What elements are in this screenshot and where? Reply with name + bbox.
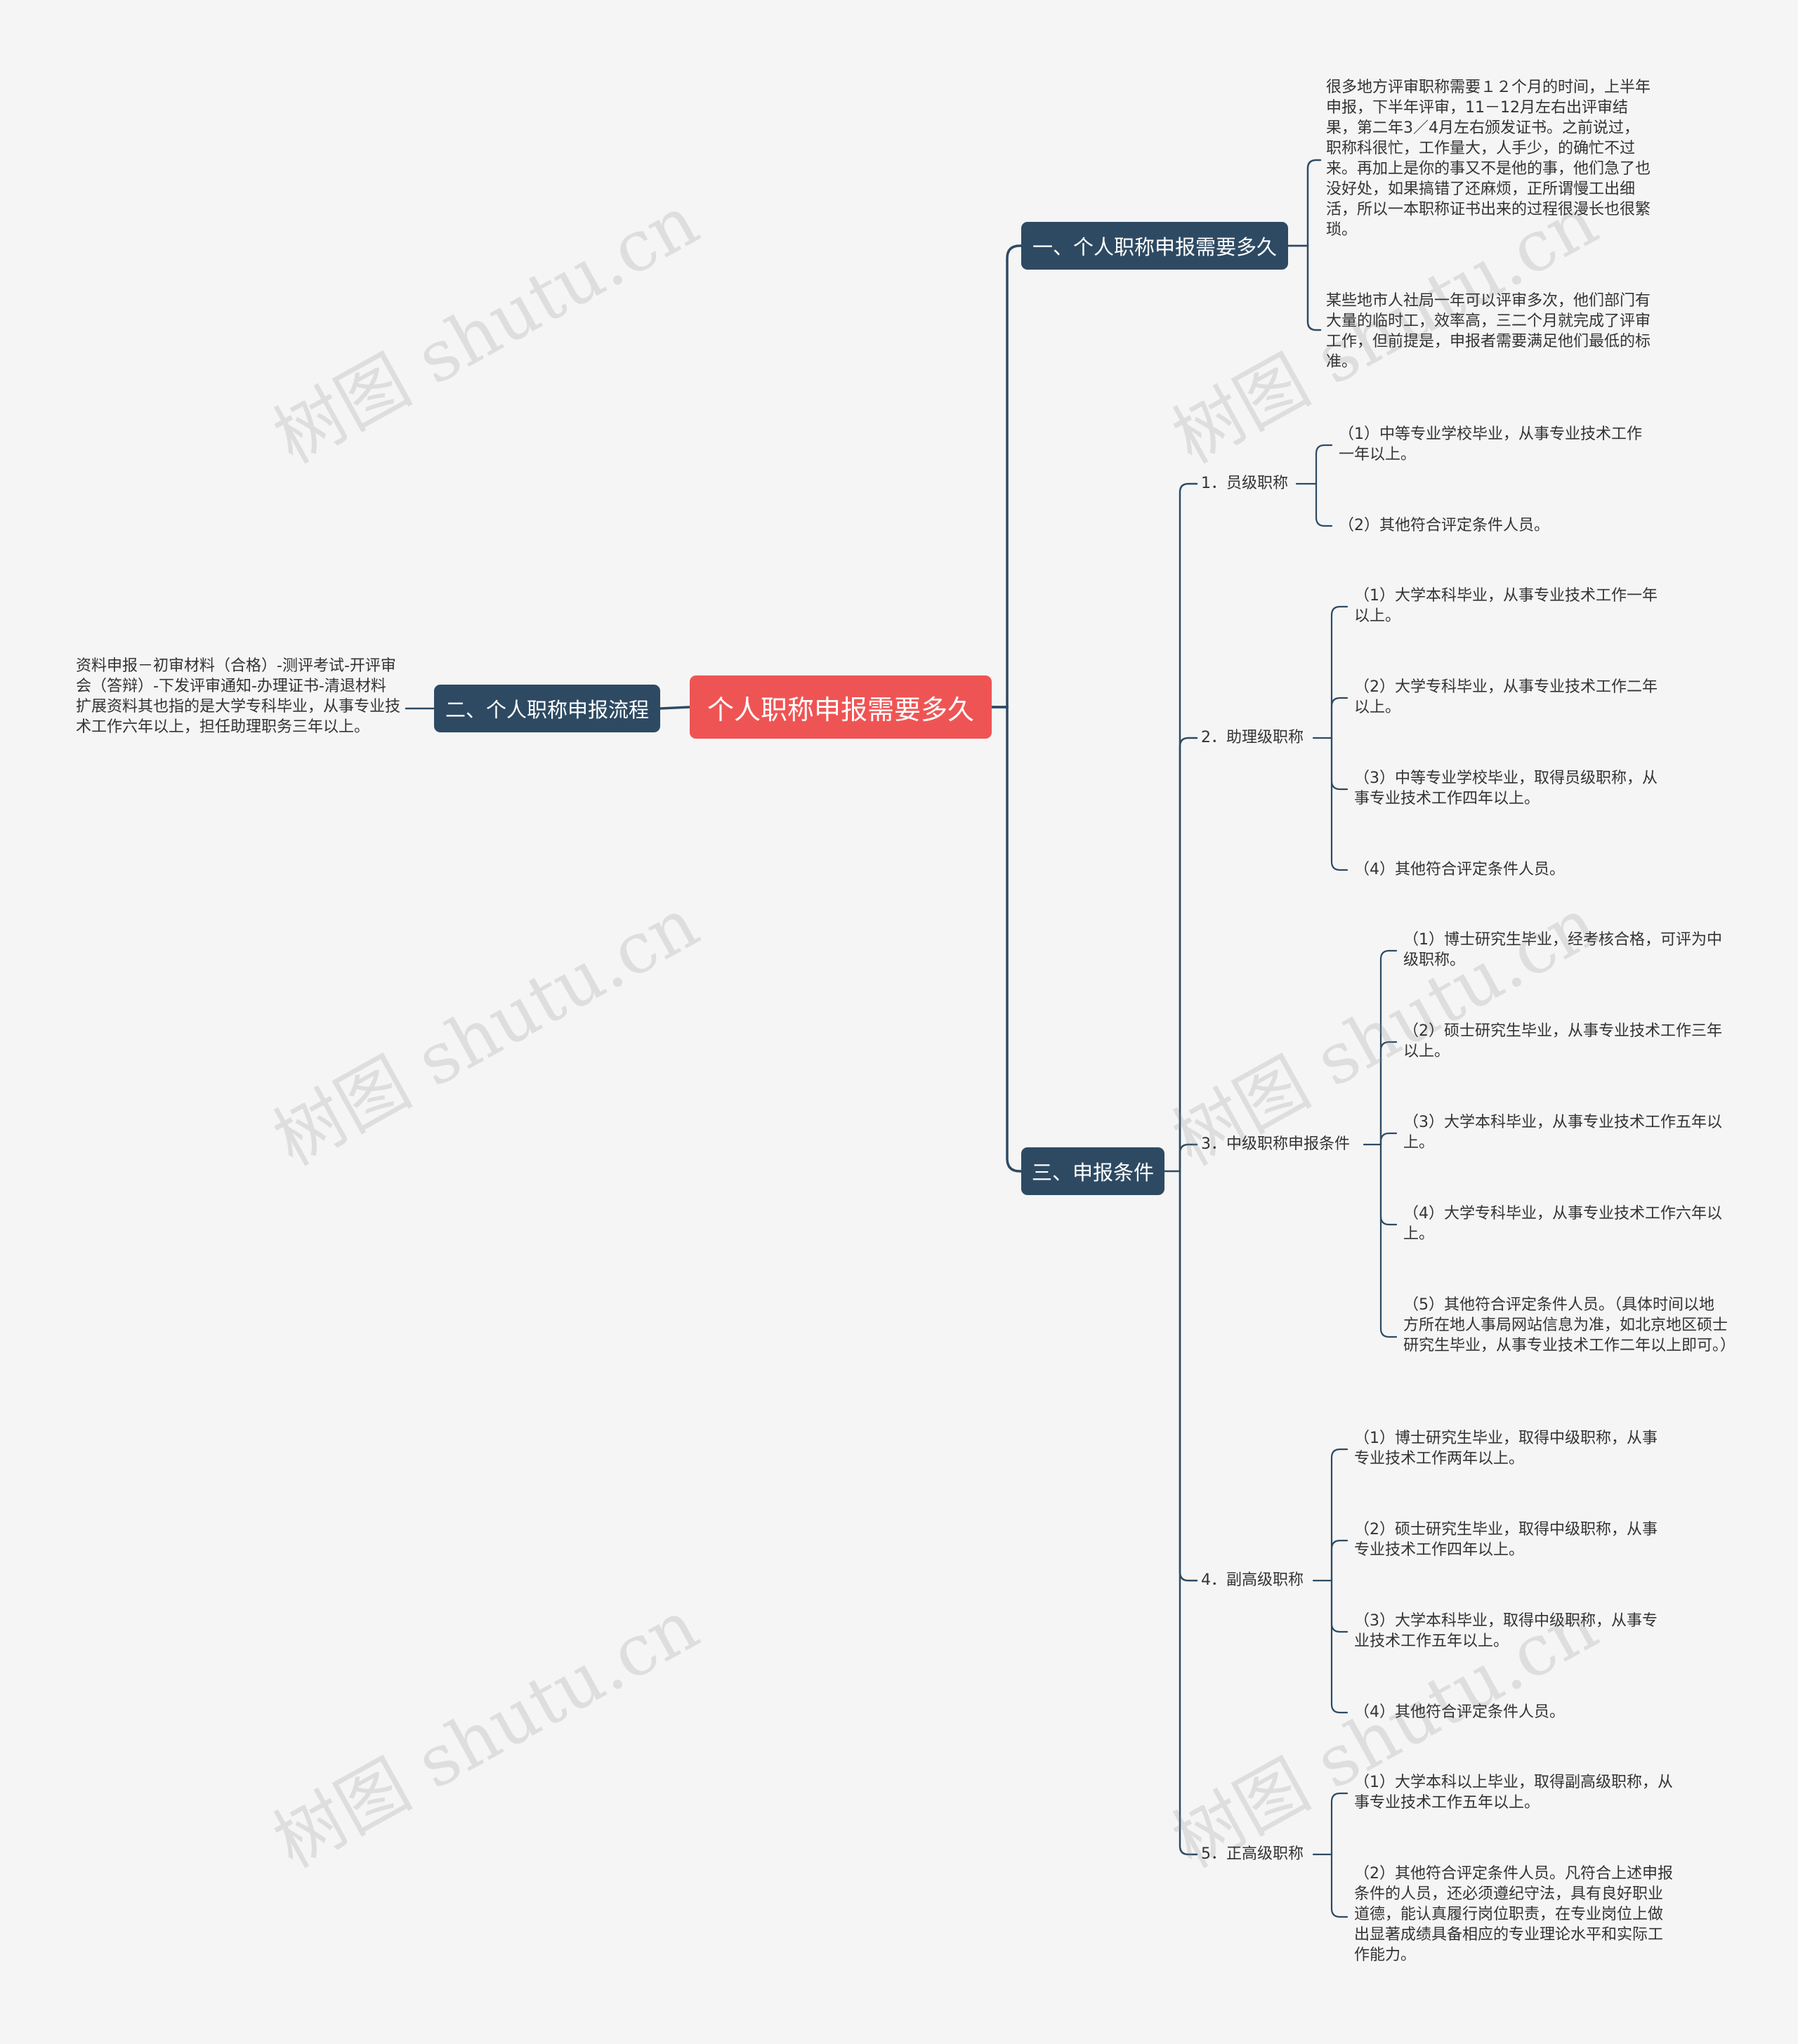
- connector-line: [1330, 737, 1348, 871]
- condition-item: （1）大学本科以上毕业，取得副高级职称，从事专业技术工作五年以上。: [1354, 1774, 1673, 1812]
- condition-item: （1）博士研究生毕业，取得中级职称，从事专业技术工作两年以上。: [1354, 1430, 1658, 1468]
- connector-line: [1330, 1539, 1348, 1582]
- branch-conditions[interactable]: 三、申报条件: [1021, 1147, 1164, 1195]
- connector-line: [990, 244, 1023, 708]
- connector-line: [1330, 737, 1348, 791]
- condition-item: （2）大学专科毕业，从事专业技术工作二年以上。: [1354, 678, 1658, 716]
- condition-item: （1）中等专业学校毕业，从事专业技术工作一年以上。: [1339, 426, 1642, 463]
- condition-item: （4）其他符合评定条件人员。: [1354, 861, 1565, 878]
- sub-topic-junior-title[interactable]: 1．员级职称: [1201, 475, 1288, 492]
- process-detail-text: 资料申报－初审材料（合格）-测评考试-开评审会（答辩）-下发评审通知-办理证书-…: [76, 657, 401, 736]
- duration-detail-text: 某些地市人社局一年可以评审多次，他们部门有大量的临时工，效率高，三二个月就完成了…: [1326, 292, 1651, 371]
- connector-line: [1330, 1579, 1348, 1633]
- sub-topic-associate-senior-title[interactable]: 4．副高级职称: [1201, 1571, 1304, 1589]
- condition-item: （2）其他符合评定条件人员。: [1339, 517, 1549, 534]
- connector-line: [990, 706, 1023, 1173]
- condition-item: （5）其他符合评定条件人员。（具体时间以地方所在地人事局网站信息为准，如北京地区…: [1403, 1296, 1736, 1354]
- condition-item: （3）大学本科毕业，从事专业技术工作五年以上。: [1403, 1114, 1722, 1152]
- connector-line: [1315, 444, 1333, 485]
- condition-item: （2）其他符合评定条件人员。凡符合上述申报条件的人员，还必须遵纪守法，具有良好职…: [1354, 1865, 1673, 1964]
- condition-item: （2）硕士研究生毕业，从事专业技术工作三年以上。: [1403, 1022, 1722, 1060]
- connector-line: [1179, 1170, 1198, 1582]
- sub-topic-intermediate-title[interactable]: 3．中级职称申报条件: [1201, 1135, 1350, 1153]
- branch-duration[interactable]: 一、个人职称申报需要多久: [1021, 222, 1288, 270]
- connector-line: [1287, 244, 1322, 331]
- connector-line: [1379, 1041, 1398, 1146]
- sub-topic-senior-title[interactable]: 5．正高级职称: [1201, 1845, 1304, 1863]
- connector-line: [659, 706, 691, 710]
- condition-item: （4）大学专科毕业，从事专业技术工作六年以上。: [1403, 1205, 1722, 1243]
- connector-line: [1379, 1132, 1398, 1146]
- root-topic[interactable]: 个人职称申报需要多久: [690, 675, 992, 739]
- connector-line: [1379, 1143, 1398, 1226]
- connector-line: [1379, 949, 1398, 1146]
- connector-line: [1179, 1170, 1198, 1856]
- connector-line: [1179, 1143, 1198, 1173]
- condition-item: （3）中等专业学校毕业，取得员级职称，从事专业技术工作四年以上。: [1354, 770, 1658, 807]
- condition-item: （4）其他符合评定条件人员。: [1354, 1703, 1565, 1721]
- condition-item: （3）大学本科毕业，取得中级职称，从事专业技术工作五年以上。: [1354, 1612, 1658, 1650]
- condition-item: （2）硕士研究生毕业，取得中级职称，从事专业技术工作四年以上。: [1354, 1521, 1658, 1559]
- condition-item: （1）大学本科毕业，从事专业技术工作一年以上。: [1354, 587, 1658, 625]
- connector-line: [1179, 737, 1198, 1173]
- branch-process[interactable]: 二、个人职称申报流程: [434, 685, 660, 732]
- connector-line: [1330, 697, 1348, 739]
- sub-topic-assistant-title[interactable]: 2．助理级职称: [1201, 729, 1304, 746]
- connector-line: [1330, 1448, 1348, 1582]
- connector-line: [1379, 1143, 1398, 1338]
- connector-line: [1179, 482, 1198, 1173]
- connector-line: [1330, 605, 1348, 739]
- connector-line: [1330, 1792, 1348, 1856]
- condition-item: （1）博士研究生毕业，经考核合格，可评为中级职称。: [1403, 931, 1722, 969]
- connector-line: [1330, 1579, 1348, 1714]
- connector-line: [1287, 159, 1322, 247]
- duration-detail-text: 很多地方评审职称需要１２个月的时间，上半年申报，下半年评审，11－12月左右出评…: [1326, 79, 1651, 239]
- connector-line: [1315, 482, 1333, 527]
- connector-line: [1330, 1853, 1348, 1918]
